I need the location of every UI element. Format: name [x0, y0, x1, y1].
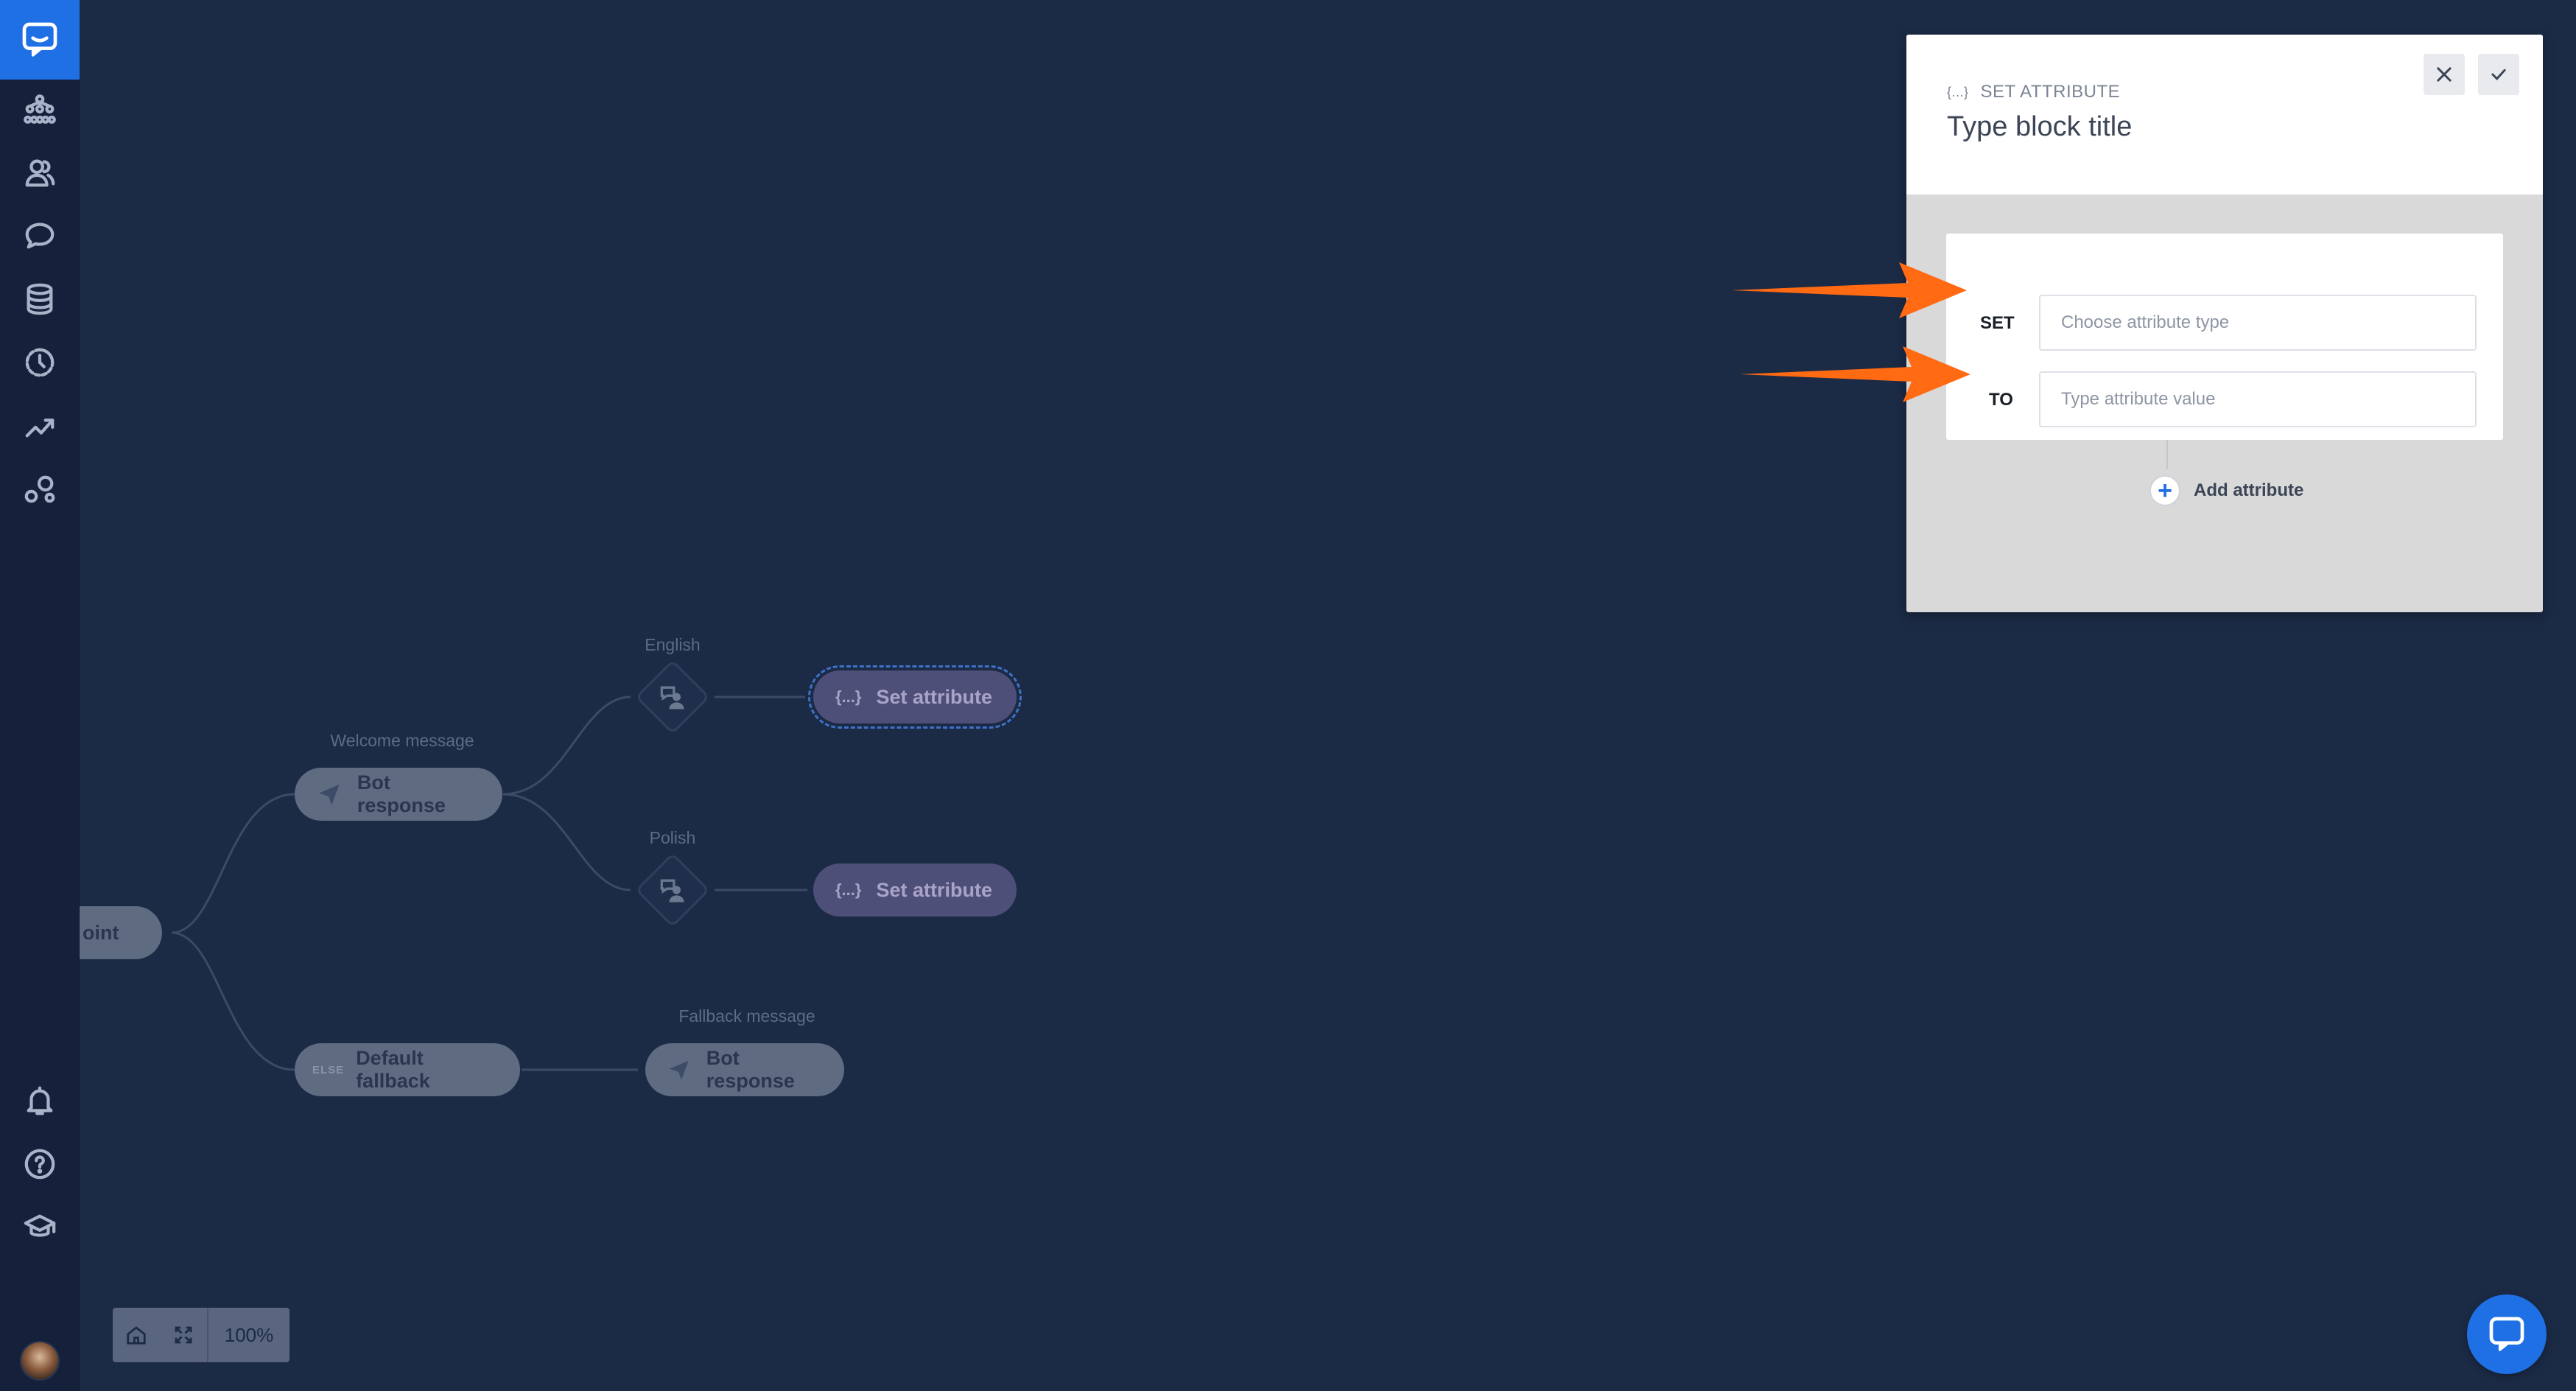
zoom-controls: 100% — [113, 1308, 289, 1362]
fallback-bot-response-label: Bot response — [706, 1047, 795, 1092]
bot-response-label: Bot response — [357, 771, 446, 816]
panel-header: {...} SET ATTRIBUTE Type block title — [1906, 35, 2543, 195]
app-logo[interactable] — [0, 0, 80, 80]
check-icon — [2491, 69, 2506, 80]
set-arrow-annotation — [1731, 262, 1967, 318]
confirm-button[interactable] — [2478, 54, 2519, 95]
connector-line — [2166, 440, 2168, 469]
add-attribute-label: Add attribute — [2194, 480, 2304, 500]
avatar[interactable] — [20, 1341, 60, 1381]
help-icon — [24, 1149, 55, 1180]
expand-icon — [175, 1326, 192, 1344]
english-caption: English — [645, 635, 701, 654]
history-icon — [25, 348, 55, 377]
default-fallback-label: Default fallback — [356, 1047, 430, 1092]
set-attribute-node-polish[interactable]: {...} Set attribute — [813, 863, 1017, 917]
database-icon — [27, 283, 53, 315]
user-condition-icon — [660, 879, 684, 903]
welcome-caption: Welcome message — [330, 731, 474, 750]
sidebar-item-analytics[interactable] — [18, 404, 62, 448]
fit-to-screen-button[interactable] — [160, 1308, 207, 1362]
academy-button[interactable] — [18, 1205, 62, 1250]
flow-connectors — [171, 696, 807, 1071]
chat-logo-icon — [22, 22, 57, 57]
flow-canvas[interactable]: oint Welcome message Bot response Englis… — [80, 0, 2576, 1391]
sidebar-item-integrations[interactable] — [18, 467, 62, 511]
chat-widget-button[interactable] — [2467, 1294, 2547, 1374]
set-attribute-label: Set attribute — [876, 878, 992, 901]
to-arrow-annotation — [1740, 346, 1970, 402]
sidebar-item-users[interactable] — [18, 150, 62, 195]
close-icon — [2437, 67, 2452, 82]
panel-type-label: SET ATTRIBUTE — [1980, 82, 2121, 102]
polish-caption: Polish — [649, 828, 696, 847]
entry-point-label: oint — [83, 921, 119, 944]
sidebar-item-history[interactable] — [18, 340, 62, 385]
sidebar-item-data[interactable] — [18, 277, 62, 321]
set-attribute-panel: {...} SET ATTRIBUTE Type block title SET… — [1906, 35, 2543, 612]
close-button[interactable] — [2424, 54, 2465, 95]
attribute-braces-icon: {...} — [835, 880, 862, 899]
attribute-card: SET TO — [1946, 234, 2503, 440]
panel-title[interactable]: Type block title — [1947, 111, 2133, 142]
to-label: TO — [1989, 390, 2013, 410]
set-label: SET — [1980, 313, 2015, 333]
notifications-button[interactable] — [18, 1079, 62, 1123]
help-button[interactable] — [18, 1142, 62, 1186]
bot-response-node[interactable]: Bot response — [295, 768, 502, 821]
entry-point-node[interactable]: oint — [80, 906, 162, 959]
bell-icon — [27, 1086, 53, 1115]
default-fallback-node[interactable]: ELSE Default fallback — [295, 1043, 520, 1096]
chat-icon — [25, 223, 55, 249]
attribute-value-input[interactable] — [2039, 371, 2477, 427]
panel-block-type: {...} SET ATTRIBUTE — [1947, 82, 2120, 102]
sidebar-item-stories[interactable] — [18, 87, 62, 131]
attribute-braces-icon: {...} — [1947, 84, 1969, 99]
send-icon — [318, 784, 340, 805]
attribute-braces-icon: {...} — [835, 687, 862, 706]
attribute-type-input[interactable] — [2039, 295, 2477, 351]
home-view-button[interactable] — [113, 1308, 160, 1362]
sidebar — [0, 0, 80, 1391]
fallback-caption: Fallback message — [678, 1006, 815, 1026]
sidebar-item-chats[interactable] — [18, 214, 62, 258]
fallback-bot-response-node[interactable]: Bot response — [645, 1043, 844, 1096]
home-icon — [127, 1326, 146, 1345]
set-attribute-node-english[interactable]: {...} Set attribute — [808, 665, 1022, 729]
users-icon — [25, 159, 55, 187]
sitemap-icon — [24, 94, 56, 124]
graduation-cap-icon — [24, 1214, 56, 1237]
send-icon — [669, 1060, 689, 1080]
chat-bubble-icon — [2489, 1317, 2524, 1351]
plus-icon: + — [2149, 475, 2180, 506]
integrations-icon — [24, 475, 55, 503]
zoom-level[interactable]: 100% — [207, 1308, 289, 1362]
user-condition-icon — [660, 686, 684, 709]
analytics-icon — [25, 418, 55, 438]
set-attribute-label: Set attribute — [876, 685, 992, 708]
else-tag: ELSE — [312, 1063, 345, 1076]
add-attribute-button[interactable]: + Add attribute — [2149, 475, 2303, 506]
